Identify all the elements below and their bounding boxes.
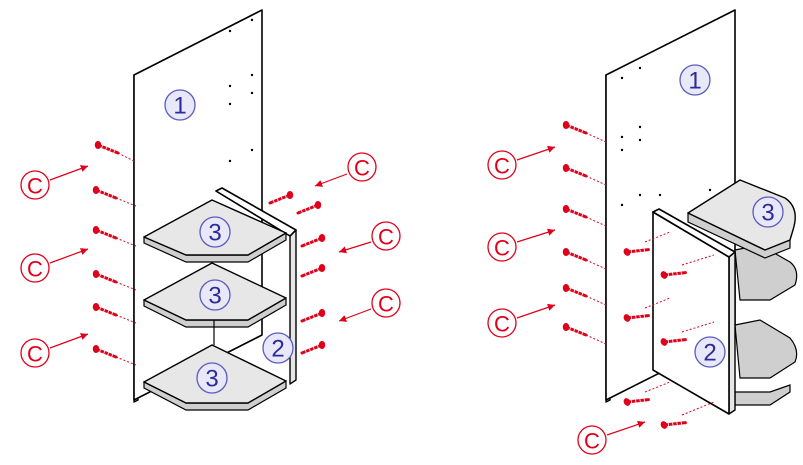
part-label-3-bottom: 3: [196, 362, 228, 394]
svg-text:C: C: [27, 342, 43, 367]
svg-text:1: 1: [688, 68, 701, 95]
screw-label-c-9: C: [487, 308, 517, 338]
screw-label-c-6: C: [371, 288, 401, 318]
screw-label-c-5: C: [371, 221, 401, 251]
right-assembly: 1 3 2 C C: [487, 9, 798, 455]
screw-label-c-10: C: [577, 425, 607, 455]
svg-text:C: C: [378, 292, 394, 317]
screw-label-c-4: C: [347, 152, 377, 182]
svg-text:C: C: [494, 236, 510, 261]
part-label-3-right: 3: [752, 196, 784, 228]
part-label-2-right: 2: [694, 336, 726, 368]
svg-text:3: 3: [208, 220, 221, 247]
svg-text:3: 3: [208, 283, 221, 310]
screw-label-c-1: C: [20, 170, 50, 200]
svg-text:2: 2: [703, 340, 716, 367]
svg-text:C: C: [494, 154, 510, 179]
svg-text:1: 1: [173, 93, 186, 120]
part-label-3-middle: 3: [199, 279, 231, 311]
svg-text:C: C: [494, 312, 510, 337]
screw-label-c-7: C: [487, 150, 517, 180]
screw-label-c-3: C: [20, 338, 50, 368]
part-label-1: 1: [164, 89, 196, 121]
svg-text:3: 3: [205, 366, 218, 393]
left-assembly: 1 3 3 3 2 C C: [20, 9, 401, 411]
part-label-1-right: 1: [679, 64, 711, 96]
part-label-2: 2: [262, 332, 294, 364]
svg-text:C: C: [378, 225, 394, 250]
svg-text:C: C: [354, 156, 370, 181]
svg-text:3: 3: [761, 200, 774, 227]
part-label-3-top: 3: [199, 216, 231, 248]
screw-label-c-2: C: [20, 253, 50, 283]
svg-text:C: C: [27, 257, 43, 282]
svg-text:C: C: [27, 174, 43, 199]
screw-label-c-8: C: [487, 232, 517, 262]
svg-text:C: C: [584, 429, 600, 454]
svg-text:2: 2: [271, 336, 284, 363]
